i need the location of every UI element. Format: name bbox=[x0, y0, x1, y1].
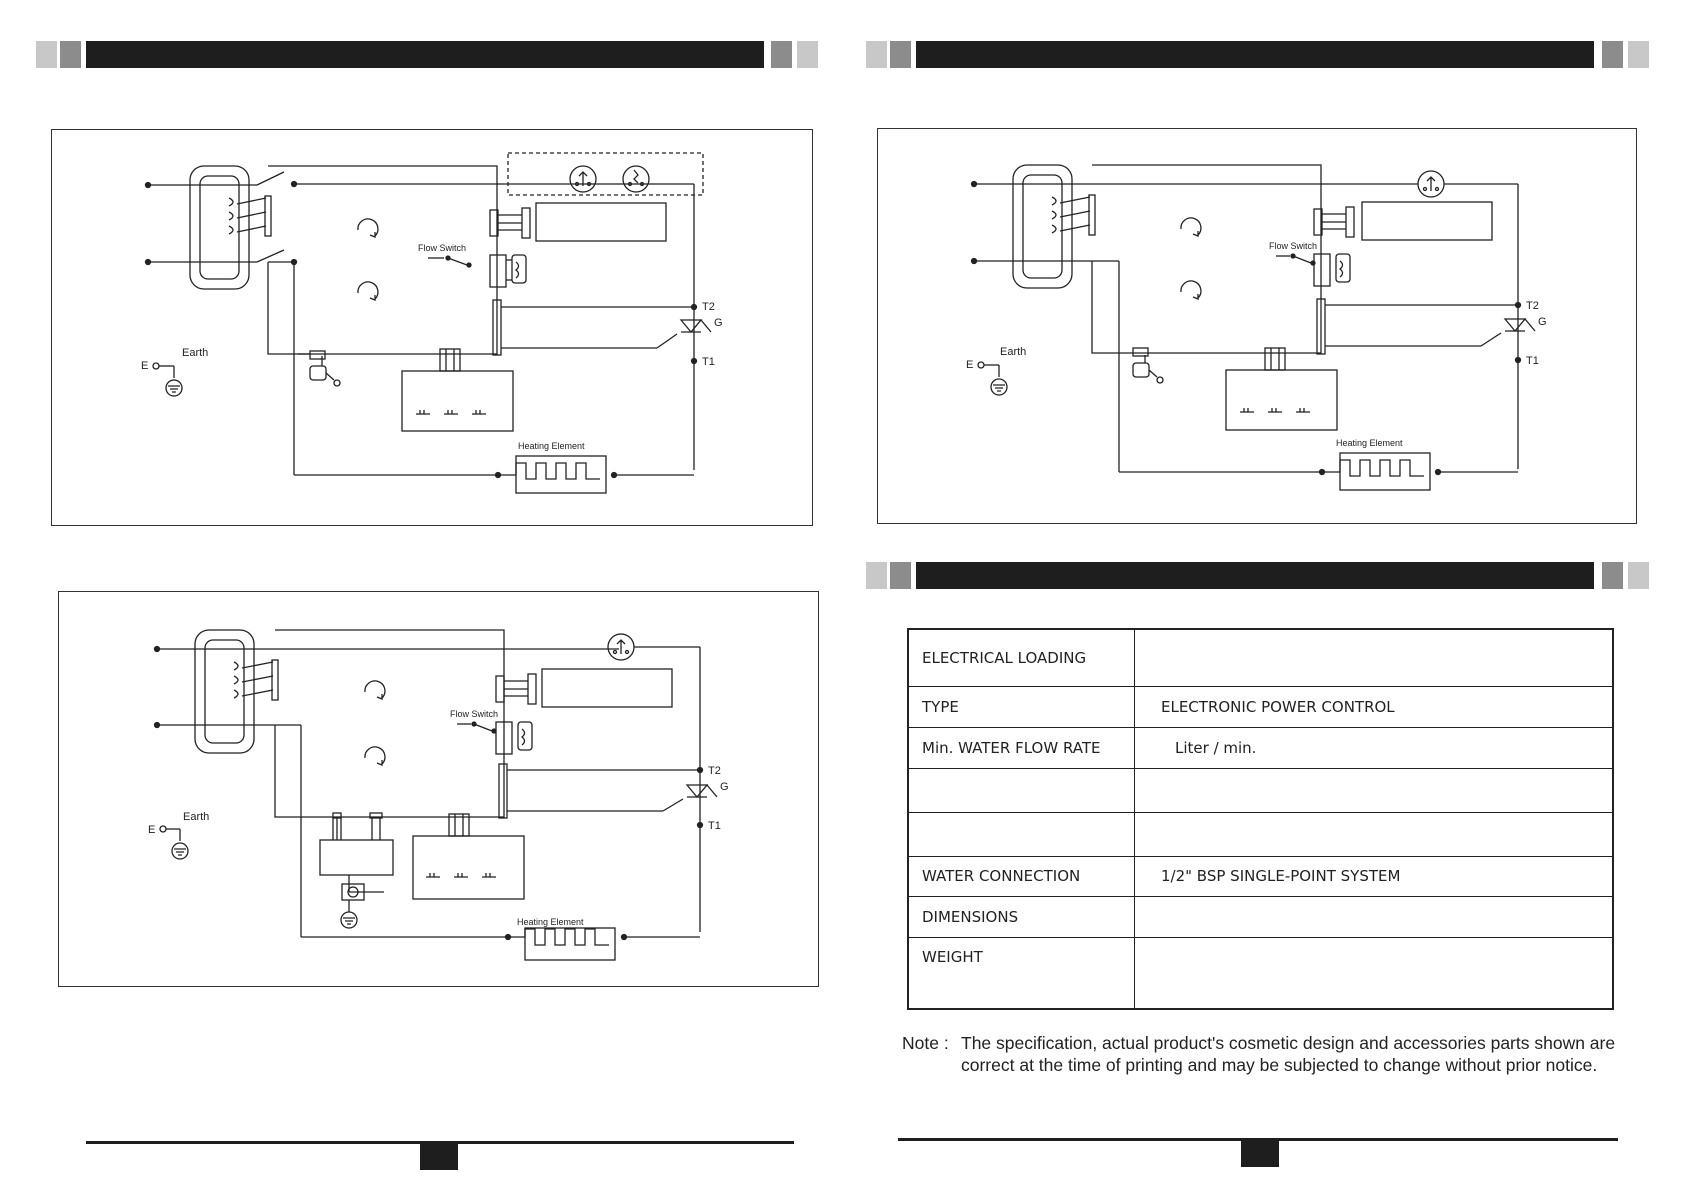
header-square-light bbox=[866, 562, 887, 589]
g-label: G bbox=[1538, 316, 1547, 328]
spec-value bbox=[1134, 936, 1613, 1009]
table-row bbox=[908, 767, 1613, 812]
header-bar bbox=[86, 41, 764, 68]
note-label: Note : bbox=[902, 1033, 949, 1053]
header-square-light bbox=[1628, 41, 1649, 68]
header-square-dark bbox=[1602, 562, 1623, 589]
header-bar bbox=[916, 562, 1594, 589]
flow-switch-label: Flow Switch bbox=[450, 709, 498, 719]
table-row: Min. WATER FLOW RATE Liter / min. bbox=[908, 726, 1613, 768]
wiring-diagram-1: Flow Switch T2 G T1 Earth E Heating Elem… bbox=[51, 129, 813, 526]
g-label: G bbox=[714, 317, 723, 329]
spec-label: TYPE bbox=[908, 685, 1135, 727]
spec-value bbox=[1134, 811, 1613, 856]
table-row: ELECTRICAL LOADING bbox=[908, 629, 1613, 686]
heating-element-label: Heating Element bbox=[518, 441, 585, 451]
spec-value: ELECTRONIC POWER CONTROL bbox=[1134, 685, 1613, 727]
header-square-light bbox=[866, 41, 887, 68]
spec-value bbox=[1135, 629, 1614, 686]
t1-label: T1 bbox=[708, 820, 721, 832]
header-square-dark bbox=[890, 562, 911, 589]
earth-label: Earth bbox=[1000, 346, 1026, 358]
footer-line-right bbox=[898, 1138, 1618, 1141]
specification-table: ELECTRICAL LOADING TYPE ELECTRONIC POWER… bbox=[907, 628, 1614, 1010]
spec-label: ELECTRICAL LOADING bbox=[908, 629, 1135, 686]
note-text: The specification, actual product's cosm… bbox=[961, 1033, 1616, 1075]
header-square-light bbox=[36, 41, 57, 68]
t2-label: T2 bbox=[702, 301, 715, 313]
spec-value: Liter / min. bbox=[1134, 726, 1613, 768]
earth-label: Earth bbox=[183, 811, 209, 823]
header-square-dark bbox=[771, 41, 792, 68]
spec-label bbox=[908, 811, 1135, 856]
e-label: E bbox=[148, 824, 155, 836]
table-row: WATER CONNECTION 1/2" BSP SINGLE-POINT S… bbox=[908, 855, 1613, 896]
header-square-light bbox=[797, 41, 818, 68]
page-number-box-left bbox=[420, 1144, 458, 1170]
table-row: WEIGHT bbox=[908, 936, 1613, 1009]
e-label: E bbox=[966, 359, 973, 371]
flow-switch-label: Flow Switch bbox=[1269, 241, 1317, 251]
wiring-diagram-3: Flow Switch T2 G T1 Earth E Heating Elem… bbox=[58, 591, 819, 987]
t2-label: T2 bbox=[1526, 300, 1539, 312]
heating-element-label: Heating Element bbox=[517, 917, 584, 927]
header-bar bbox=[916, 41, 1594, 68]
t1-label: T1 bbox=[702, 356, 715, 368]
flow-switch-label: Flow Switch bbox=[418, 243, 466, 253]
g-label: G bbox=[720, 781, 729, 793]
header-square-dark bbox=[890, 41, 911, 68]
spec-label: WEIGHT bbox=[908, 936, 1135, 1009]
earth-label: Earth bbox=[182, 347, 208, 359]
footer-line-left bbox=[86, 1141, 794, 1144]
page-number-box-right bbox=[1241, 1141, 1279, 1167]
spec-value bbox=[1134, 767, 1613, 812]
spec-label: Min. WATER FLOW RATE bbox=[908, 726, 1135, 768]
heating-element-label: Heating Element bbox=[1336, 438, 1403, 448]
header-square-dark bbox=[1602, 41, 1623, 68]
table-row: TYPE ELECTRONIC POWER CONTROL bbox=[908, 685, 1613, 727]
spec-value: 1/2" BSP SINGLE-POINT SYSTEM bbox=[1134, 855, 1613, 896]
header-square-dark bbox=[60, 41, 81, 68]
t1-label: T1 bbox=[1526, 355, 1539, 367]
header-square-light bbox=[1628, 562, 1649, 589]
spec-value bbox=[1134, 895, 1613, 937]
wiring-diagram-2: Flow Switch T2 G T1 Earth E Heating Elem… bbox=[877, 128, 1637, 524]
spec-label bbox=[908, 767, 1135, 812]
spec-label: DIMENSIONS bbox=[908, 895, 1135, 937]
table-row bbox=[908, 811, 1613, 856]
t2-label: T2 bbox=[708, 765, 721, 777]
e-label: E bbox=[141, 360, 148, 372]
table-row: DIMENSIONS bbox=[908, 895, 1613, 937]
spec-label: WATER CONNECTION bbox=[908, 855, 1135, 896]
